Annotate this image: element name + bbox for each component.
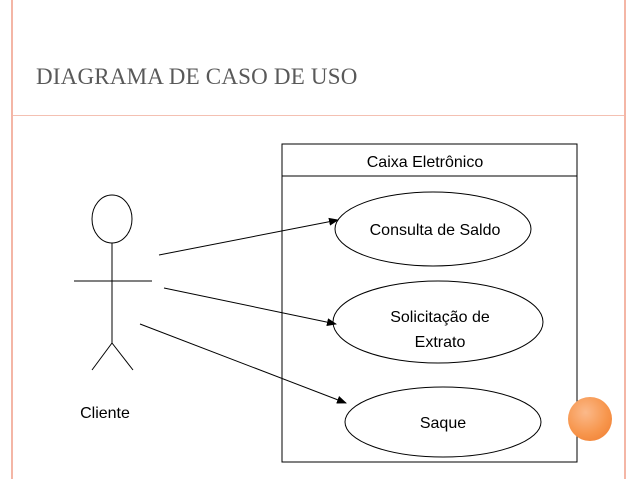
use-case-ellipse xyxy=(344,386,542,458)
use-case-label: Saque xyxy=(420,415,466,432)
use-case-ellipse xyxy=(334,191,532,267)
association-arrow xyxy=(139,323,347,404)
system-label: Caixa Eletrônico xyxy=(367,154,484,171)
use-case-label: Extrato xyxy=(415,334,466,351)
left-frame-line xyxy=(11,0,13,479)
use-case-label: Consulta de Saldo xyxy=(370,222,501,239)
association-arrow xyxy=(158,217,339,256)
slide-title: DIAGRAMA DE CASO DE USO xyxy=(36,64,358,89)
actor-left-leg xyxy=(91,342,113,371)
right-frame-line xyxy=(624,0,626,479)
title-divider xyxy=(13,115,624,116)
actor-head xyxy=(91,194,133,244)
actor-figure xyxy=(74,194,152,371)
accent-circle xyxy=(568,397,612,441)
actor-right-leg xyxy=(111,342,134,371)
actor-label: Cliente xyxy=(80,405,130,422)
association-arrow xyxy=(163,287,337,327)
use-case-label: Solicitação de xyxy=(390,309,490,326)
